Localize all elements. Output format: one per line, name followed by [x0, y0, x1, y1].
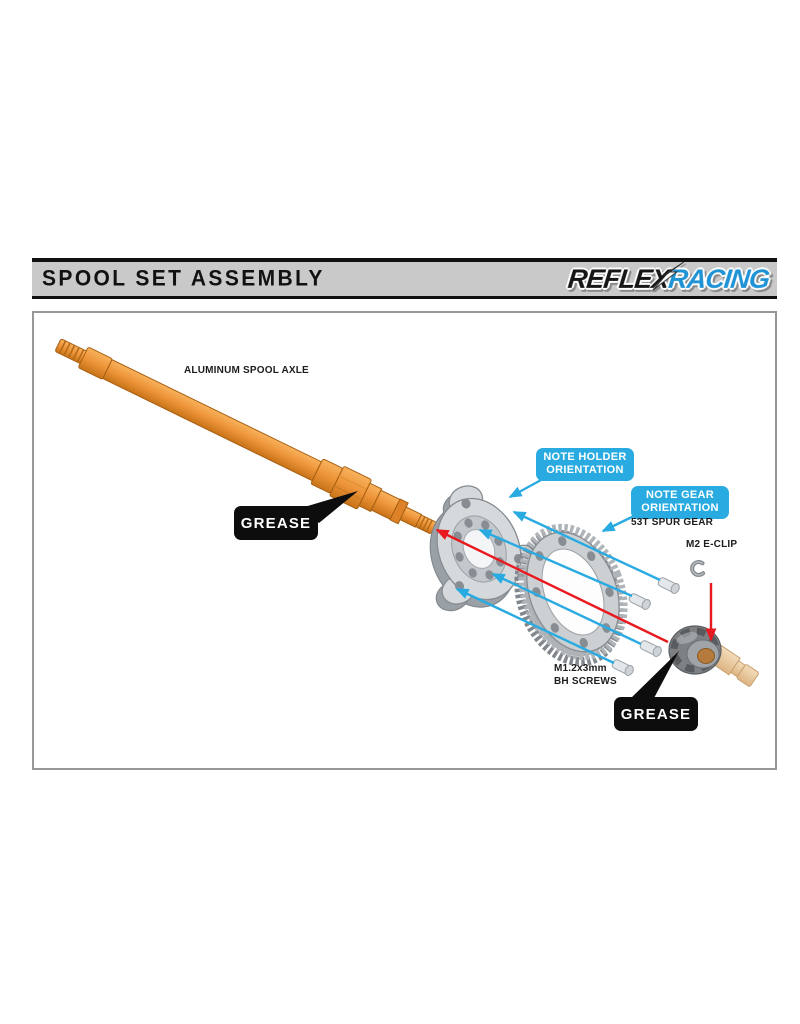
spur-gear-label: 53T SPUR GEAR: [631, 517, 714, 528]
note-gear-callout: NOTE GEAR ORIENTATION: [631, 486, 729, 519]
aluminum-spool-axle-graphic: [55, 338, 437, 534]
note-holder-callout: NOTE HOLDER ORIENTATION: [536, 448, 634, 481]
grease-right-pointer: [629, 651, 679, 700]
grease-right-label: GREASE: [614, 697, 698, 731]
blue-callout-arrows: [455, 478, 661, 665]
axle-label: ALUMINUM SPOOL AXLE: [184, 365, 309, 376]
page-title: SPOOL SET ASSEMBLY: [42, 266, 325, 291]
grease-left-label: GREASE: [234, 506, 318, 540]
eclip-label: M2 E-CLIP: [686, 539, 738, 550]
red-assembly-arrows: [435, 528, 717, 644]
e-clip-graphic: [690, 560, 706, 577]
screws-label: M1.2x3mm BH SCREWS: [554, 663, 617, 687]
outdrive-graphic: [668, 625, 759, 687]
